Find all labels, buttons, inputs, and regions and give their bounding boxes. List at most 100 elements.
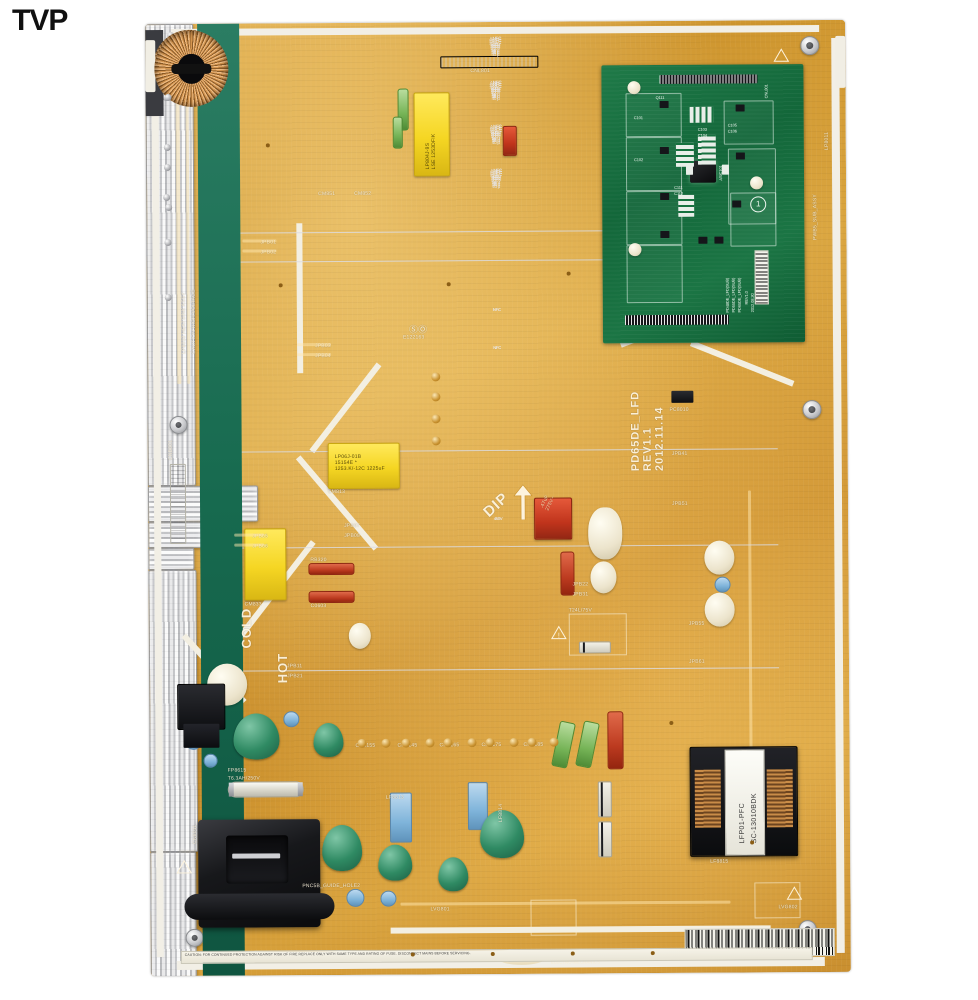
warning-triangle-icon bbox=[176, 859, 193, 874]
corner-bracket bbox=[754, 882, 801, 919]
via bbox=[490, 952, 495, 957]
ref-cm813: CM813 bbox=[327, 488, 346, 496]
tvp-watermark: TVP bbox=[12, 4, 68, 37]
copper-trace bbox=[747, 490, 753, 771]
smd-transistor bbox=[735, 104, 745, 112]
daughter-ref: C101 bbox=[633, 115, 643, 121]
ref-lf8814: LF8814 bbox=[497, 803, 504, 823]
silk-jumper: JPB22 bbox=[572, 581, 589, 588]
solder-pad bbox=[381, 738, 391, 748]
cap-white-4 bbox=[590, 561, 617, 594]
solder-pad bbox=[485, 738, 495, 748]
pfc-line-2: SC-13010BDK bbox=[750, 793, 759, 844]
daughter-barcode bbox=[754, 250, 769, 305]
dip-marker-group: DIP bbox=[480, 482, 540, 524]
label-cold: COLD bbox=[238, 607, 254, 649]
safety-mark-text: E122163 bbox=[402, 334, 425, 341]
right-edge-silkscreen: PWB5_SUB_ASSY bbox=[812, 194, 819, 241]
silk-jumper: JPB11 bbox=[287, 663, 303, 670]
silk-jumper: JPB41 bbox=[671, 450, 688, 457]
board-revision: REV1.1 bbox=[641, 427, 654, 472]
solder-pad bbox=[425, 738, 435, 748]
cap-green-disc-4 bbox=[438, 857, 469, 892]
connector-cnl801-label: CNL801 bbox=[470, 68, 490, 75]
svg-text:!: ! bbox=[558, 633, 560, 640]
cap-white-3 bbox=[704, 592, 735, 627]
silk-jumper: JPB31 bbox=[572, 591, 589, 598]
via bbox=[566, 271, 571, 276]
solder-pad bbox=[431, 414, 441, 424]
daughter-ref: C112 bbox=[674, 190, 684, 196]
warning-triangle-icon bbox=[786, 886, 803, 900]
pcb-board: LP8010 HEATSINK ASSY CAUTION HIGH VOLTAG… bbox=[145, 19, 851, 977]
warning-triangle-icon bbox=[773, 48, 790, 62]
jumper-bar bbox=[234, 543, 265, 547]
pfc-inductor-lfp01: LFP01-PFC SC-13010BDK bbox=[689, 746, 799, 857]
daughter-model-3: PD65DE_LFD(SUB) bbox=[736, 277, 742, 313]
daughter-ref: C102 bbox=[633, 157, 644, 163]
dip-label: DIP bbox=[480, 489, 513, 521]
silk-lvg801: LVG801 bbox=[430, 906, 450, 913]
ref-lf8815: LF8815 bbox=[710, 858, 729, 865]
daughter-model-2: PD55DE_LFD(SUB) bbox=[730, 277, 736, 313]
ref-cm851: CM851 bbox=[318, 190, 336, 198]
cap-green-disc-2 bbox=[313, 722, 344, 758]
ref-c0603: C0603 bbox=[310, 603, 327, 610]
resistor-green-2 bbox=[575, 720, 600, 769]
via bbox=[650, 951, 655, 956]
ref-rb320: RB320 bbox=[310, 557, 327, 564]
cap-blue-4 bbox=[283, 711, 300, 728]
solder-pad bbox=[401, 738, 411, 748]
board-date: 2012.11.14 bbox=[653, 406, 666, 472]
smd-transistor bbox=[698, 236, 708, 244]
diode-right-1 bbox=[597, 781, 612, 818]
ac-inlet-connector[interactable] bbox=[184, 819, 335, 928]
jumper-bar bbox=[297, 343, 332, 347]
testpoint-box bbox=[568, 613, 627, 656]
silk-jumper: JPB07 bbox=[344, 522, 360, 529]
ref-lf8813: LF8813 bbox=[385, 794, 405, 801]
resistor-c0603 bbox=[308, 590, 355, 604]
resistor-red-lower bbox=[607, 711, 624, 770]
via bbox=[446, 282, 451, 287]
via bbox=[669, 720, 674, 725]
smd-transistor bbox=[659, 100, 669, 109]
fuse-rating: T6.3AH/250V bbox=[227, 775, 260, 782]
smd-transistor bbox=[732, 200, 742, 208]
smd-resistor-array bbox=[678, 194, 695, 217]
silk-jumper: JPB08 bbox=[344, 532, 360, 539]
smd-transistor bbox=[714, 236, 724, 244]
smd-transistor bbox=[660, 192, 670, 201]
diode-right-2 bbox=[597, 821, 613, 858]
solder-pad bbox=[509, 737, 519, 747]
daughter-pad-outline bbox=[626, 190, 683, 246]
board-model: PD65DE_LFD bbox=[629, 390, 642, 472]
cap-white-1 bbox=[588, 507, 623, 560]
cap-white-2 bbox=[704, 540, 735, 575]
testpoint-box bbox=[530, 899, 577, 936]
cap-green-disc-3 bbox=[378, 844, 413, 881]
daughter-rev: REV1.0 bbox=[743, 291, 749, 305]
via bbox=[750, 840, 755, 845]
test-pad bbox=[628, 243, 642, 257]
daughter-header-bottom[interactable] bbox=[624, 314, 729, 326]
testpoint-label: T24L/75V bbox=[568, 607, 593, 614]
via bbox=[570, 951, 575, 956]
mounting-hole bbox=[169, 415, 188, 435]
relay-block-2 bbox=[183, 723, 220, 748]
solder-pad bbox=[431, 372, 441, 382]
daughter-board: CNL801 ASIC101 bbox=[601, 64, 806, 344]
jumper-bar bbox=[242, 239, 277, 243]
solder-pad bbox=[527, 737, 537, 747]
cap-green-disc-6 bbox=[321, 824, 363, 872]
mounting-hole bbox=[185, 928, 204, 947]
caution-text: CAUTION: FOR CONTINUED PROTECTION AGAINS… bbox=[184, 951, 471, 957]
solder-pad bbox=[431, 392, 441, 402]
smd-transistor bbox=[659, 146, 669, 155]
ref-cnb801: CNB801 bbox=[167, 439, 174, 461]
connector-cnb801[interactable] bbox=[169, 463, 187, 545]
silk-jumper: JPB51 bbox=[672, 500, 688, 507]
